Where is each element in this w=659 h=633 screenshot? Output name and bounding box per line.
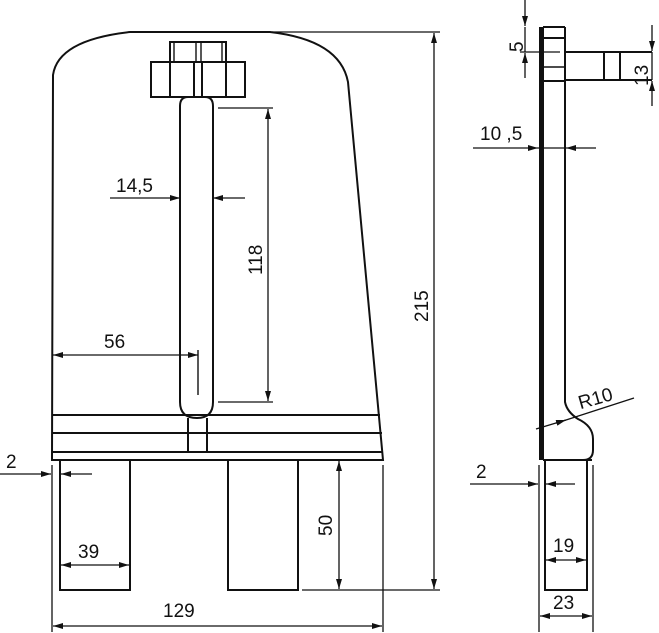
side-plate [539, 27, 543, 460]
svg-text:5: 5 [507, 41, 528, 52]
dim-top-offset: 5 [507, 0, 560, 78]
svg-text:39: 39 [78, 542, 99, 563]
svg-text:129: 129 [163, 601, 195, 622]
side-leg [544, 459, 588, 591]
svg-text:23: 23 [553, 593, 574, 614]
dim-thickness: 10 ,5 [473, 124, 596, 151]
svg-text:118: 118 [246, 245, 267, 275]
svg-text:2: 2 [476, 462, 487, 483]
svg-text:13: 13 [632, 65, 653, 86]
slot [179, 96, 214, 420]
dim-total-width: 129 [53, 465, 384, 632]
dim-side-leg-offset: 2 [470, 462, 594, 632]
front-view: 14,5 118 56 215 2 39 [0, 31, 440, 632]
dim-slot-length: 118 [218, 107, 273, 403]
dim-tab-height: 13 [632, 25, 655, 106]
svg-text:2: 2 [6, 452, 17, 473]
left-leg [59, 459, 131, 591]
nut [150, 41, 246, 98]
dim-leg-height: 50 [316, 461, 342, 589]
svg-text:10 ,5: 10 ,5 [480, 124, 522, 145]
dim-side-leg-outer: 23 [540, 593, 592, 619]
svg-text:14,5: 14,5 [116, 176, 153, 197]
side-view: 5 13 10 ,5 R10 2 19 [470, 0, 655, 632]
dim-leg-width: 39 [61, 542, 129, 568]
dim-slot-width: 14,5 [110, 176, 245, 201]
dim-total-height: 215 [272, 31, 440, 591]
side-outline [543, 80, 594, 461]
side-tab [565, 51, 652, 81]
dim-slot-offset: 56 [53, 332, 198, 358]
right-leg [227, 459, 299, 591]
dim-leg-offset: 2 [0, 452, 92, 632]
svg-text:56: 56 [104, 332, 125, 353]
dim-side-leg-inner: 19 [546, 536, 586, 563]
svg-text:50: 50 [316, 515, 337, 536]
svg-text:19: 19 [553, 536, 574, 557]
svg-text:215: 215 [412, 290, 433, 322]
front-outline [50, 31, 385, 461]
svg-text:R10: R10 [576, 384, 615, 414]
